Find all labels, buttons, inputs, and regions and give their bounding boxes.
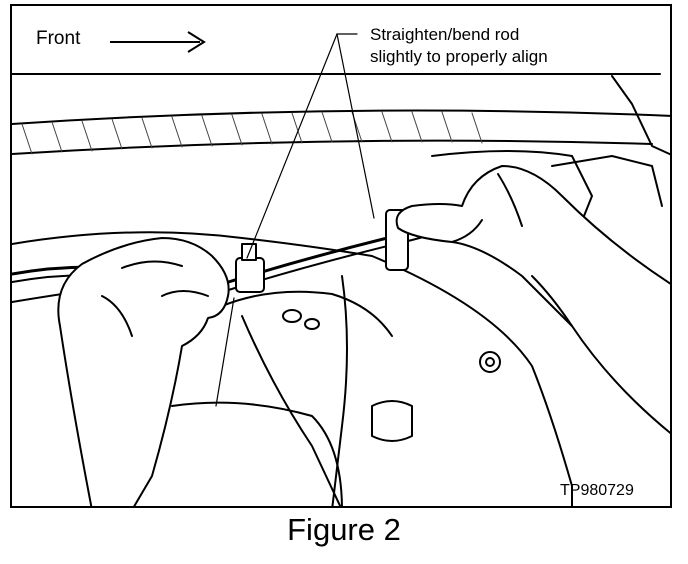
door-rod-illustration xyxy=(12,33,670,506)
callout-text: Straighten/bend rod slightly to properly… xyxy=(370,24,548,68)
illustration-frame: Front Straighten/bend rod slightly to pr… xyxy=(10,4,672,508)
right-hand xyxy=(395,165,670,435)
left-hand xyxy=(57,237,230,506)
callout-leaders xyxy=(215,33,375,407)
panel-hole xyxy=(485,357,495,367)
panel-hole xyxy=(282,309,302,323)
shading-band xyxy=(21,111,483,155)
panel-hole xyxy=(304,318,320,330)
callout-line-1: Straighten/bend rod xyxy=(370,25,520,44)
figure-caption: Figure 2 xyxy=(287,512,401,547)
rod-clip xyxy=(235,257,265,293)
panel-hole xyxy=(479,351,501,373)
reference-code: TP980729 xyxy=(560,482,634,499)
front-direction-label: Front xyxy=(36,28,81,49)
arrow-right-icon xyxy=(110,31,206,53)
callout-line-2: slightly to properly align xyxy=(370,47,548,66)
inner-panel-outline xyxy=(12,231,573,506)
